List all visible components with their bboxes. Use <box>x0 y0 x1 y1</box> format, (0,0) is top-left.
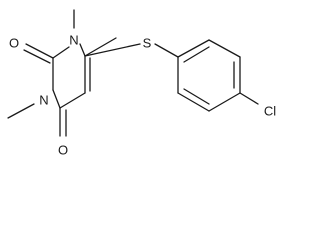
ring-bond-1 <box>177 39 210 58</box>
bond-c2-n1 <box>52 46 70 59</box>
atom-n1: N <box>69 33 78 48</box>
bond-aryl-cl <box>239 92 259 105</box>
bond-n1-c6 <box>84 37 117 57</box>
ring-bond-2 <box>208 39 241 58</box>
ring-inner-1 <box>183 46 210 63</box>
bond-n3-methyl <box>7 103 35 119</box>
bond-c2-o <box>25 43 54 59</box>
bond-c6-s <box>84 43 141 57</box>
bond-c5-c4 <box>59 92 86 109</box>
atom-o2: O <box>9 36 19 51</box>
bond-c4-n3 <box>52 89 61 109</box>
atom-cl: Cl <box>264 104 276 119</box>
atom-n3: N <box>39 93 48 108</box>
substituent-bonds <box>7 9 179 137</box>
chlorophenyl-ring <box>177 39 259 112</box>
bond-s-aryl <box>154 43 179 58</box>
ring-inner-3 <box>183 88 210 105</box>
bond-n1-c6-ring <box>79 43 86 57</box>
atom-s: S <box>143 36 152 51</box>
ring-bond-5 <box>177 92 210 112</box>
ring-bond-4 <box>208 92 241 112</box>
atom-o4: O <box>58 143 68 158</box>
bond-c2-o-double <box>23 49 51 64</box>
chemical-structure: N O N O S Cl <box>7 9 276 158</box>
pyrimidine-ring <box>52 37 117 109</box>
